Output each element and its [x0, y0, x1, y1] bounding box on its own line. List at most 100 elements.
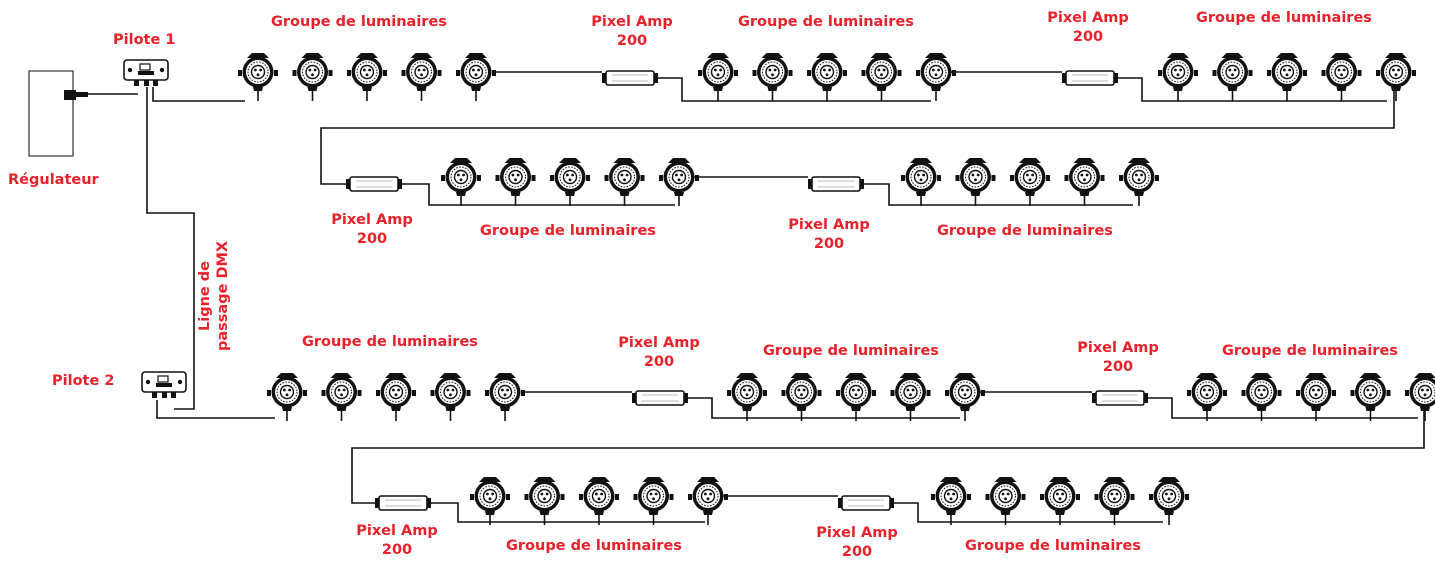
dmx-line-label-line-1: Ligne de — [197, 261, 213, 332]
fixture-icon — [954, 157, 997, 197]
pixel-amp-icon — [837, 495, 895, 511]
pixel-amp-label-model: 200 — [643, 354, 675, 370]
pixel-amp-label: Pixel Amp 200 — [614, 334, 704, 372]
driver-1-icon — [123, 59, 169, 87]
fixture-icon — [726, 372, 768, 412]
fixture-icon — [1186, 372, 1228, 412]
pixel-amp-icon — [1091, 390, 1149, 406]
fixture-icon — [523, 476, 566, 516]
pixel-amp-label-model: 200 — [1102, 359, 1134, 375]
fixture-icon — [632, 476, 675, 516]
fixture-icon — [889, 372, 932, 412]
fixture-icon — [658, 157, 700, 197]
pixel-amp-label-name: Pixel Amp — [816, 525, 898, 541]
fixture-group-label: Groupe de luminaires — [1222, 343, 1398, 359]
fixture-group-label: Groupe de luminaires — [271, 14, 447, 30]
pixel-amp-label: Pixel Amp 200 — [327, 211, 417, 249]
fixture-icon — [440, 157, 482, 197]
fixture-icon — [320, 372, 363, 412]
fixture-icon — [1240, 372, 1283, 412]
driver-2-icon — [141, 371, 187, 399]
pixel-amp-label-model: 200 — [381, 542, 413, 558]
fixture-icon — [697, 52, 739, 92]
fixture-icon — [455, 52, 497, 92]
fixture-group-label: Groupe de luminaires — [763, 343, 939, 359]
fixture-icon — [1266, 52, 1308, 92]
fixture-icon — [1211, 52, 1254, 92]
fixture-icon — [1118, 157, 1160, 197]
regulator-label: Régulateur — [8, 172, 99, 188]
fixture-icon — [1039, 476, 1081, 516]
pixel-amp-label: Pixel Amp 200 — [784, 216, 874, 254]
fixture-icon — [469, 476, 511, 516]
pixel-amp-label: Pixel Amp 200 — [1043, 9, 1133, 47]
fixture-icon — [429, 372, 472, 412]
fixture-icon — [835, 372, 877, 412]
wiring — [88, 71, 1425, 523]
pixel-amp-label: Pixel Amp 200 — [1073, 339, 1163, 377]
fixture-icon — [860, 52, 903, 92]
fixture-group-label: Groupe de luminaires — [506, 538, 682, 554]
driver-1-label: Pilote 1 — [113, 32, 176, 48]
fixture-icon — [1148, 476, 1190, 516]
fixture-icon — [1157, 52, 1199, 92]
fixture-icon — [1009, 157, 1051, 197]
pixel-amp-label: Pixel Amp 200 — [352, 522, 442, 560]
fixture-groups — [237, 52, 1435, 525]
pixel-amp-icon — [1061, 70, 1119, 86]
fixture-icon — [346, 52, 388, 92]
fixture-icon — [900, 157, 942, 197]
fixture-icon — [603, 157, 646, 197]
pixel-amp-label-model: 200 — [616, 33, 648, 49]
pixel-amp-icon — [631, 390, 689, 406]
fixture-icon — [237, 52, 279, 92]
pixel-amp-label-model: 200 — [356, 231, 388, 247]
pixel-amp-label-name: Pixel Amp — [1047, 10, 1129, 26]
fixture-group-label: Groupe de luminaires — [937, 223, 1113, 239]
driver-2-label: Pilote 2 — [52, 373, 115, 389]
pixel-amp-icon — [807, 176, 865, 192]
fixture-icon — [266, 372, 308, 412]
pixel-amp-label-model: 200 — [813, 236, 845, 252]
pixel-amp-label-name: Pixel Amp — [1077, 340, 1159, 356]
pixel-amp-label-name: Pixel Amp — [618, 335, 700, 351]
fixture-icon — [1349, 372, 1392, 412]
pixel-amp-label-name: Pixel Amp — [331, 212, 413, 228]
pixel-amp-label: Pixel Amp 200 — [812, 524, 902, 562]
fixture-icon — [375, 372, 417, 412]
pixel-amp-label-name: Pixel Amp — [591, 14, 673, 30]
pixel-amp-label-name: Pixel Amp — [356, 523, 438, 539]
fixture-icon — [1295, 372, 1337, 412]
fixture-icon — [944, 372, 986, 412]
pixel-amp-label-model: 200 — [1072, 29, 1104, 45]
fixture-group-label: Groupe de luminaires — [480, 223, 656, 239]
pixel-amp-icon — [345, 176, 403, 192]
fixture-icon — [578, 476, 620, 516]
fixture-group-label: Groupe de luminaires — [302, 334, 478, 350]
fixture-icon — [291, 52, 334, 92]
fixture-group-label: Groupe de luminaires — [738, 14, 914, 30]
fixture-icon — [484, 372, 526, 412]
fixture-icon — [915, 52, 957, 92]
fixture-group-label: Groupe de luminaires — [1196, 10, 1372, 26]
fixture-icon — [806, 52, 848, 92]
pixel-amp-icon — [374, 495, 432, 511]
pixel-amp-icon — [601, 70, 659, 86]
fixture-icon — [549, 157, 591, 197]
fixture-icon — [930, 476, 972, 516]
pixel-amp-label-model: 200 — [841, 544, 873, 560]
fixture-group-label: Groupe de luminaires — [965, 538, 1141, 554]
pixel-amp-label-name: Pixel Amp — [788, 217, 870, 233]
fixture-icon — [494, 157, 537, 197]
fixture-icon — [1063, 157, 1106, 197]
fixture-icon — [1404, 372, 1435, 412]
fixture-icon — [1320, 52, 1363, 92]
dmx-line-label: Ligne de passage DMX — [196, 241, 232, 351]
dmx-line-label-line-2: passage DMX — [215, 240, 231, 351]
fixture-icon — [751, 52, 794, 92]
fixture-icon — [1375, 52, 1417, 92]
fixture-icon — [984, 476, 1027, 516]
pixel-amp-label: Pixel Amp 200 — [587, 13, 677, 51]
fixture-icon — [780, 372, 823, 412]
